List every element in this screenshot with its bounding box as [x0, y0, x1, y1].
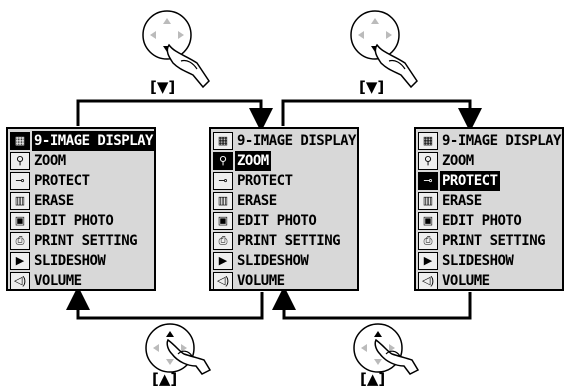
dial-press-up-icon	[353, 323, 420, 375]
menu-item-erase[interactable]: ▥ERASE	[213, 191, 279, 211]
menu-item-zoom[interactable]: ⚲ZOOM	[418, 151, 476, 171]
menu-item-zoom[interactable]: ⚲ZOOM	[10, 151, 68, 171]
menu-item-label: SLIDESHOW	[34, 253, 106, 269]
menu-item-volume[interactable]: ◁)VOLUME	[10, 271, 84, 291]
menu-item-label: ERASE	[237, 193, 277, 209]
menu-item-label: PROTECT	[34, 173, 90, 189]
menu-item-label: ZOOM	[235, 151, 271, 171]
menu-item-label: PROTECT	[237, 173, 293, 189]
down-arrow-1-to-2	[76, 99, 273, 132]
menu-item-label: EDIT PHOTO	[34, 213, 114, 229]
menu-item-label: PRINT SETTING	[442, 233, 546, 249]
menu-item-label: EDIT PHOTO	[237, 213, 317, 229]
menu-item-protect[interactable]: ⊸PROTECT	[213, 171, 295, 191]
magnifier-icon: ⚲	[10, 152, 30, 170]
menu-item-print-setting[interactable]: ⎙PRINT SETTING	[418, 231, 547, 251]
menu-item-label: ZOOM	[34, 153, 66, 169]
edit-photo-icon: ▣	[213, 212, 233, 230]
key-icon: ⊸	[418, 172, 438, 190]
menu-item-slideshow[interactable]: ▶SLIDESHOW	[10, 251, 107, 271]
menu-item-slideshow[interactable]: ▶SLIDESHOW	[213, 251, 310, 271]
caption-down-button: [▼]	[150, 78, 176, 96]
grid-icon: ▦	[418, 132, 438, 150]
menu-item-volume[interactable]: ◁)VOLUME	[418, 271, 492, 291]
printer-icon: ⎙	[10, 232, 30, 250]
playback-menu-panel: ▦9-IMAGE DISPLAY⚲ZOOM⊸PROTECT▥ERASE▣EDIT…	[6, 127, 156, 291]
menu-item-label: VOLUME	[237, 273, 285, 289]
edit-photo-icon: ▣	[418, 212, 438, 230]
menu-item-9-image-display[interactable]: ▦9-IMAGE DISPLAY	[418, 131, 563, 151]
menu-item-label: PRINT SETTING	[34, 233, 138, 249]
up-arrow-2-to-1	[66, 286, 264, 320]
menu-item-erase[interactable]: ▥ERASE	[10, 191, 76, 211]
magnifier-icon: ⚲	[213, 152, 233, 170]
speaker-icon: ◁)	[213, 272, 233, 290]
printer-icon: ⎙	[213, 232, 233, 250]
menu-item-volume[interactable]: ◁)VOLUME	[213, 271, 287, 291]
menu-item-print-setting[interactable]: ⎙PRINT SETTING	[10, 231, 139, 251]
caption-down-button: [▼]	[359, 78, 385, 96]
menu-item-label: 9-IMAGE DISPLAY	[237, 133, 356, 149]
up-arrow-3-to-2	[272, 286, 472, 320]
grid-icon: ▦	[213, 132, 233, 150]
menu-item-label: 9-IMAGE DISPLAY	[442, 133, 561, 149]
down-arrow-2-to-3	[281, 99, 482, 132]
menu-item-label: VOLUME	[34, 273, 82, 289]
edit-photo-icon: ▣	[10, 212, 30, 230]
menu-item-erase[interactable]: ▥ERASE	[418, 191, 484, 211]
menu-item-9-image-display[interactable]: ▦9-IMAGE DISPLAY	[10, 131, 155, 151]
menu-item-edit-photo[interactable]: ▣EDIT PHOTO	[10, 211, 115, 231]
speaker-icon: ◁)	[418, 272, 438, 290]
slideshow-icon: ▶	[10, 252, 30, 270]
trash-icon: ▥	[213, 192, 233, 210]
dial-press-down-icon	[350, 10, 418, 89]
menu-item-9-image-display[interactable]: ▦9-IMAGE DISPLAY	[213, 131, 358, 151]
menu-item-print-setting[interactable]: ⎙PRINT SETTING	[213, 231, 342, 251]
caption-up-button: [▲]	[360, 370, 386, 388]
grid-icon: ▦	[10, 132, 30, 150]
slideshow-icon: ▶	[213, 252, 233, 270]
key-icon: ⊸	[213, 172, 233, 190]
menu-item-label: PROTECT	[440, 171, 500, 191]
slideshow-icon: ▶	[418, 252, 438, 270]
menu-item-zoom[interactable]: ⚲ZOOM	[213, 151, 271, 171]
playback-menu-panel: ▦9-IMAGE DISPLAY⚲ZOOM⊸PROTECT▥ERASE▣EDIT…	[209, 127, 359, 291]
printer-icon: ⎙	[418, 232, 438, 250]
key-icon: ⊸	[10, 172, 30, 190]
speaker-icon: ◁)	[10, 272, 30, 290]
menu-item-label: 9-IMAGE DISPLAY	[32, 131, 155, 151]
menu-item-label: ERASE	[442, 193, 482, 209]
menu-item-label: ERASE	[34, 193, 74, 209]
playback-menu-panel: ▦9-IMAGE DISPLAY⚲ZOOM⊸PROTECT▥ERASE▣EDIT…	[414, 127, 564, 291]
menu-item-label: SLIDESHOW	[442, 253, 514, 269]
menu-item-slideshow[interactable]: ▶SLIDESHOW	[418, 251, 515, 271]
menu-item-label: PRINT SETTING	[237, 233, 341, 249]
trash-icon: ▥	[10, 192, 30, 210]
menu-item-label: VOLUME	[442, 273, 490, 289]
trash-icon: ▥	[418, 192, 438, 210]
caption-up-button: [▲]	[152, 370, 178, 388]
menu-item-edit-photo[interactable]: ▣EDIT PHOTO	[418, 211, 523, 231]
magnifier-icon: ⚲	[418, 152, 438, 170]
menu-item-label: ZOOM	[442, 153, 474, 169]
menu-item-label: SLIDESHOW	[237, 253, 309, 269]
dial-press-up-icon	[145, 323, 212, 375]
dial-press-down-icon	[142, 10, 210, 89]
menu-item-edit-photo[interactable]: ▣EDIT PHOTO	[213, 211, 318, 231]
menu-item-protect[interactable]: ⊸PROTECT	[418, 171, 500, 191]
menu-item-label: EDIT PHOTO	[442, 213, 522, 229]
menu-item-protect[interactable]: ⊸PROTECT	[10, 171, 92, 191]
